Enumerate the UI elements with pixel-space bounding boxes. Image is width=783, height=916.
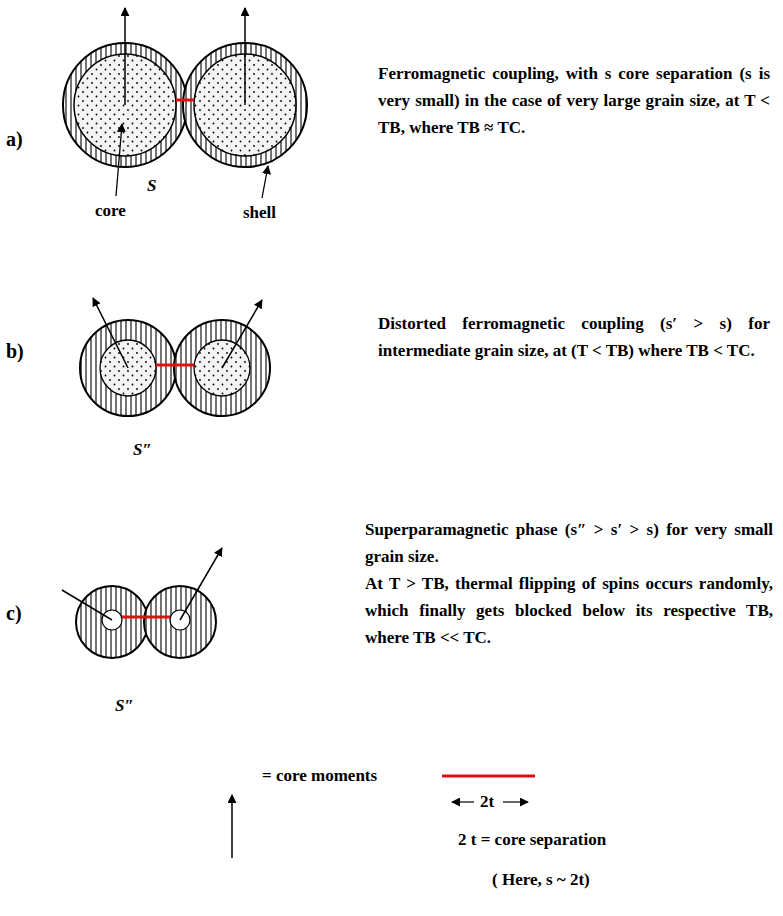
particle-pair-label: S″: [133, 436, 152, 463]
part-label: core: [95, 197, 126, 224]
panel-letter: a): [6, 126, 23, 153]
dimension-label: 2t: [478, 788, 496, 815]
panel-letter: c): [6, 600, 22, 627]
description-text: Distorted ferromagnetic coupling (s′ > s…: [378, 310, 770, 364]
description-text: Ferromagnetic coupling, with s core sepa…: [378, 60, 770, 141]
legend-text: = core moments: [262, 762, 377, 789]
description-text: Superparamagnetic phase (s″ > s′ > s) fo…: [365, 516, 773, 570]
legend-text: 2 t = core separation: [458, 826, 606, 853]
panel-letter: b): [6, 338, 24, 365]
legend-note: ( Here, s ~ 2t): [492, 866, 590, 893]
description-text: At T > TB, thermal flipping of spins occ…: [365, 570, 773, 651]
particle-pair-label: S″: [115, 692, 134, 719]
part-label: shell: [243, 199, 276, 226]
particle-pair-label: S: [147, 172, 156, 199]
